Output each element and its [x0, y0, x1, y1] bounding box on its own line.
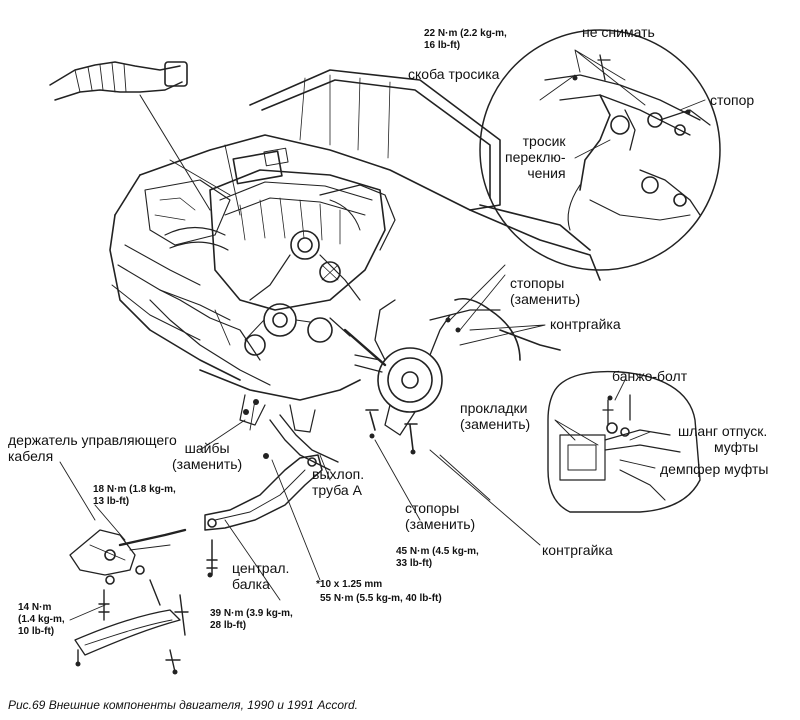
torque-22-label: 22 N·m (2.2 kg-m, 16 lb-ft): [424, 28, 507, 51]
driveshaft-inset: [49, 61, 211, 211]
clutch-damper-inset: [547, 370, 701, 513]
cable-holder-part: [69, 528, 189, 673]
torque-14-label: 14 N·m (1.4 kg-m, 10 lb-ft): [18, 602, 65, 637]
gaskets-replace-label: прокладки (заменить): [460, 400, 531, 432]
clutch-damper-label: демпфер муфты: [660, 461, 769, 477]
clip-label: стопор: [710, 92, 755, 108]
leader-lines: [59, 49, 706, 621]
control-cable-holder-label: держатель управляющего кабеля: [8, 432, 177, 464]
car-body: [109, 69, 601, 381]
clips-replace-lower-label: стопоры (заменить): [405, 500, 476, 532]
banjo-bolt-label: банжо-болт: [612, 368, 688, 384]
cable-bracket-label: скоба тросика: [408, 66, 500, 82]
torque-39-label: 39 N·m (3.9 kg-m, 28 lb-ft): [210, 608, 293, 631]
do-not-remove-label: не снимать: [582, 24, 655, 40]
bolt-size-label: *10 x 1.25 mm: [316, 579, 383, 590]
engine-block: [149, 147, 396, 471]
shift-cable-label: тросик переклю- чения: [505, 133, 566, 181]
torque-45-label: 45 N·m (4.5 kg-m, 33 lb-ft): [396, 546, 479, 569]
clips-replace-upper-label: стопоры (заменить): [510, 275, 581, 307]
locknut-upper-label: контргайка: [550, 316, 621, 332]
locknut-lower-label: контргайка: [542, 542, 613, 558]
exhaust-pipe-label: выхлоп. труба A: [312, 466, 365, 498]
center-beam-part: [204, 454, 323, 576]
figure-caption: Рис.69 Внешние компоненты двигателя, 199…: [8, 698, 358, 712]
washers-replace-label: шайбы (заменить): [172, 440, 243, 472]
shift-cable-inset: [479, 29, 721, 271]
fastener-dots: [75, 75, 691, 675]
torque-55-label: 55 N·m (5.5 kg-m, 40 lb-ft): [320, 593, 442, 604]
clutch-hose-label: шланг отпуск. муфты: [678, 423, 768, 455]
center-beam-label: централ. балка: [232, 560, 290, 592]
torque-18-label: 18 N·m (1.8 kg-m, 13 lb-ft): [93, 484, 176, 507]
